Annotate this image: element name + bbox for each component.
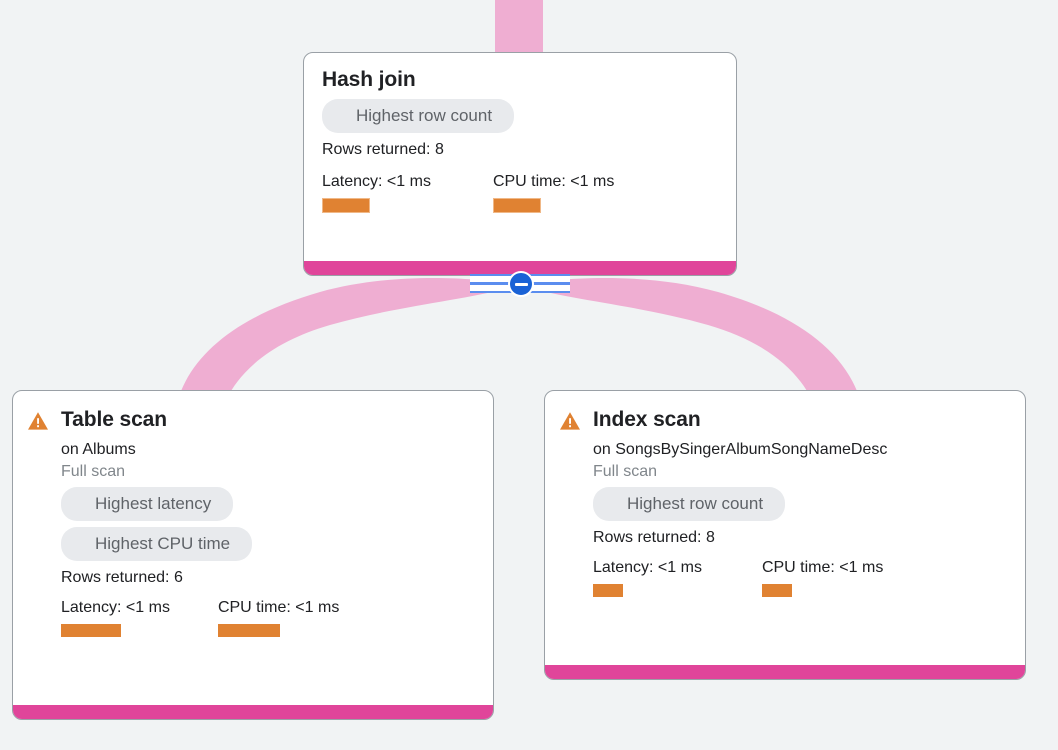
node-title: Index scan [593, 408, 701, 431]
metric-cpu-time: CPU time: <1 ms [761, 557, 884, 597]
rows-returned: Rows returned: 6 [61, 569, 183, 586]
node-chip[interactable]: Highest CPU time [61, 527, 253, 561]
chip-stack: Highest row count [322, 99, 718, 133]
node-chip[interactable]: Highest row count [593, 487, 786, 521]
metrics-row: Latency: <1 ms CPU time: <1 ms [322, 171, 718, 213]
plan-node-index-scan[interactable]: Index scan on SongsBySingerAlbumSongName… [544, 390, 1026, 680]
node-chip[interactable]: Highest latency [61, 487, 234, 521]
metric-cpu-time-bar [492, 198, 541, 213]
metric-spacer [702, 557, 762, 597]
chip-stack: Highest row count [593, 487, 1007, 521]
metric-cpu-time-label: CPU time: <1 ms [492, 173, 615, 190]
metric-cpu-time: CPU time: <1 ms [492, 171, 615, 213]
metric-cpu-time: CPU time: <1 ms [217, 597, 340, 637]
node-scan-type: Full scan [593, 463, 658, 480]
node-title: Table scan [61, 408, 167, 431]
warning-triangle-icon [559, 411, 581, 431]
plan-node-hash-join[interactable]: Hash join Highest row count Rows returne… [303, 52, 737, 276]
metric-latency-bar [322, 198, 370, 213]
rows-returned: Rows returned: 8 [593, 529, 715, 546]
metric-cpu-time-label: CPU time: <1 ms [217, 599, 340, 616]
node-accent-bar [13, 705, 493, 719]
node-chip[interactable]: Highest row count [322, 99, 515, 133]
metric-spacer [431, 171, 493, 213]
node-scan-type: Full scan [61, 463, 126, 480]
minus-circle-icon[interactable] [508, 271, 534, 297]
rows-returned: Rows returned: 8 [322, 141, 444, 158]
warning-triangle-icon [27, 411, 49, 431]
node-content: Hash join Highest row count Rows returne… [322, 67, 718, 255]
metric-latency: Latency: <1 ms [593, 557, 702, 597]
node-warning-slot [27, 407, 61, 695]
edge-hash-join-to-table-scan [181, 278, 519, 391]
metrics-row: Latency: <1 ms CPU time: <1 ms [593, 557, 1007, 597]
node-body: Index scan on SongsBySingerAlbumSongName… [545, 391, 1025, 665]
metric-latency-label: Latency: <1 ms [61, 599, 170, 616]
node-warning-slot [559, 407, 593, 655]
node-content: Index scan on SongsBySingerAlbumSongName… [593, 407, 1007, 655]
metric-cpu-time-bar [217, 624, 280, 637]
node-content: Table scan on Albums Full scan Highest l… [61, 407, 475, 695]
metric-latency-bar [61, 624, 121, 637]
node-subtitle: on Albums [61, 441, 136, 458]
metric-latency-label: Latency: <1 ms [322, 173, 431, 190]
metric-spacer [170, 597, 218, 637]
metric-cpu-time-bar [761, 584, 792, 597]
edge-parent-to-hash-join [495, 0, 543, 54]
node-body: Hash join Highest row count Rows returne… [304, 53, 736, 261]
collapse-children-toggle[interactable] [470, 271, 570, 297]
metric-cpu-time-label: CPU time: <1 ms [761, 559, 884, 576]
chip-stack: Highest latency Highest CPU time [61, 487, 475, 561]
node-subtitle: on SongsBySingerAlbumSongNameDesc [593, 441, 888, 458]
metric-latency-label: Latency: <1 ms [593, 559, 702, 576]
metrics-row: Latency: <1 ms CPU time: <1 ms [61, 597, 475, 637]
plan-node-table-scan[interactable]: Table scan on Albums Full scan Highest l… [12, 390, 494, 720]
node-title: Hash join [322, 68, 416, 91]
node-accent-bar [545, 665, 1025, 679]
metric-latency-bar [593, 584, 623, 597]
node-body: Table scan on Albums Full scan Highest l… [13, 391, 493, 705]
node-accent-bar [304, 261, 736, 275]
minus-icon [514, 282, 528, 286]
metric-latency: Latency: <1 ms [61, 597, 170, 637]
metric-latency: Latency: <1 ms [322, 171, 431, 213]
